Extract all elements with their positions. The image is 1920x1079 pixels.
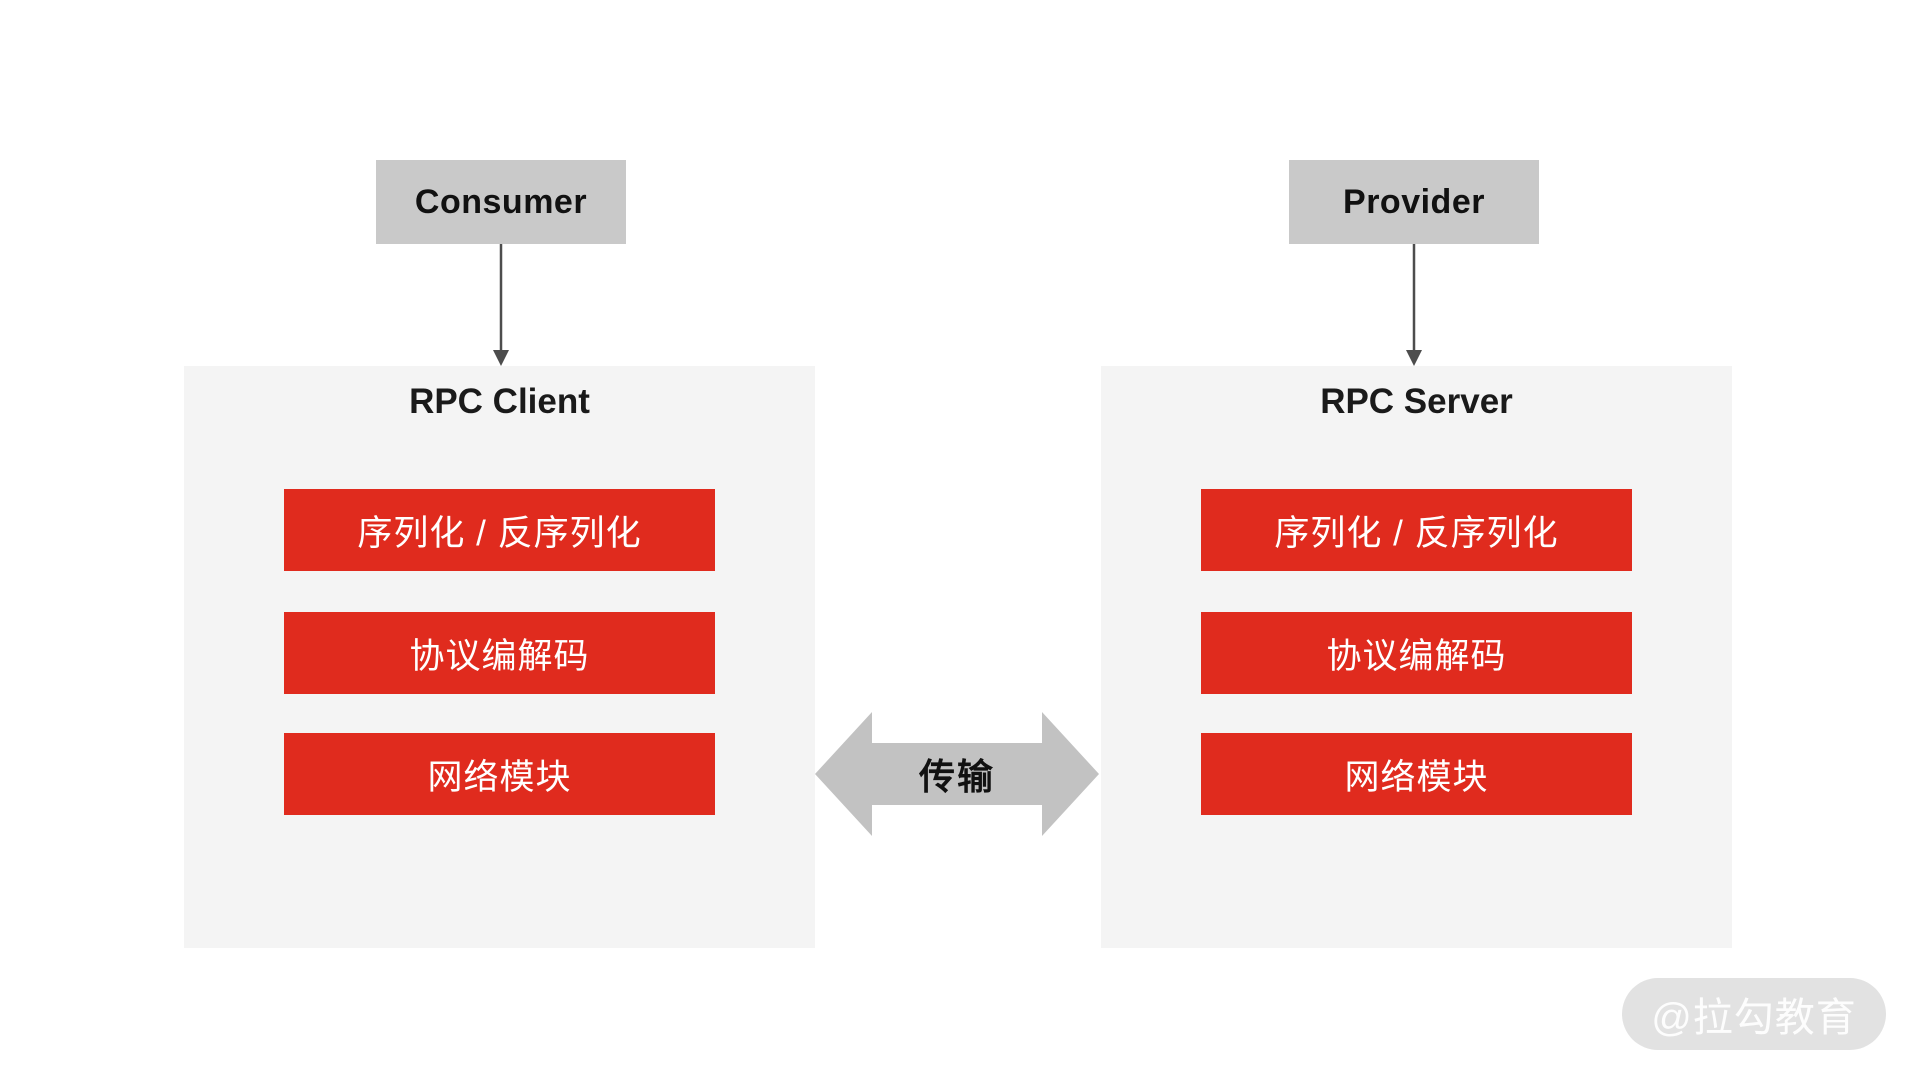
rpc-client-title: RPC Client bbox=[409, 382, 590, 421]
client-module-network-label: 网络模块 bbox=[427, 757, 572, 797]
consumer-to-client-arrow-icon bbox=[490, 244, 512, 366]
watermark-badge: @拉勾教育 bbox=[1622, 978, 1886, 1050]
server-module-protocol-codec: 协议编解码 bbox=[1201, 612, 1632, 694]
consumer-label: Consumer bbox=[414, 182, 588, 221]
server-module-protocol-codec-label: 协议编解码 bbox=[1326, 636, 1507, 676]
client-module-serialization: 序列化 / 反序列化 bbox=[284, 489, 715, 571]
server-module-serialization-label: 序列化 / 反序列化 bbox=[1274, 513, 1559, 553]
server-module-network: 网络模块 bbox=[1201, 733, 1632, 815]
server-module-network-label: 网络模块 bbox=[1344, 757, 1489, 797]
client-module-protocol-codec-label: 协议编解码 bbox=[409, 636, 590, 676]
consumer-node: Consumer bbox=[376, 160, 626, 244]
client-module-protocol-codec: 协议编解码 bbox=[284, 612, 715, 694]
client-module-network: 网络模块 bbox=[284, 733, 715, 815]
provider-to-server-arrow-icon bbox=[1403, 244, 1425, 366]
rpc-server-panel: RPC Server 序列化 / 反序列化 协议编解码 网络模块 bbox=[1101, 366, 1732, 948]
provider-label: Provider bbox=[1343, 182, 1485, 221]
server-module-serialization: 序列化 / 反序列化 bbox=[1201, 489, 1632, 571]
provider-node: Provider bbox=[1289, 160, 1539, 244]
watermark-text: @拉勾教育 bbox=[1651, 996, 1857, 1040]
double-arrow-icon bbox=[815, 712, 1099, 836]
client-module-serialization-label: 序列化 / 反序列化 bbox=[357, 513, 642, 553]
rpc-server-title: RPC Server bbox=[1320, 382, 1513, 421]
rpc-client-panel: RPC Client 序列化 / 反序列化 协议编解码 网络模块 bbox=[184, 366, 815, 948]
transport-arrow: 传输 bbox=[815, 712, 1099, 836]
transport-label: 传输 bbox=[918, 756, 995, 797]
